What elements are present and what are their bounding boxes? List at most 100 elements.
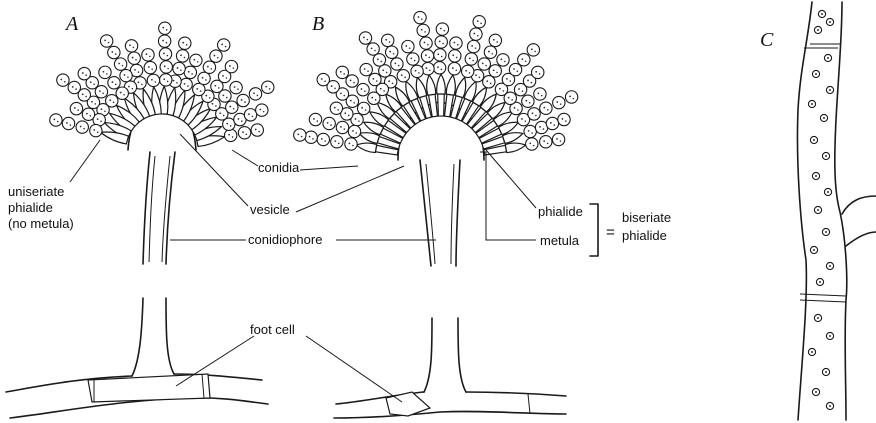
label-metula: metula xyxy=(540,233,580,248)
conidium xyxy=(305,131,317,143)
conidium xyxy=(144,61,156,73)
conidium xyxy=(449,50,461,62)
conidium xyxy=(158,35,170,47)
conidium xyxy=(407,53,419,65)
panel-b-letter: B xyxy=(312,13,324,35)
conidium xyxy=(369,73,381,85)
conidium xyxy=(391,58,403,70)
conidium xyxy=(218,39,230,51)
conidium xyxy=(249,88,261,100)
conidium xyxy=(417,24,429,36)
conidium xyxy=(336,121,348,133)
conidium xyxy=(317,133,329,145)
label-conidia: conidia xyxy=(258,160,300,175)
conidium xyxy=(450,37,462,49)
conidium xyxy=(524,125,536,137)
metula xyxy=(438,94,445,116)
conidium xyxy=(528,108,540,120)
conidium xyxy=(540,102,552,114)
conidium xyxy=(483,76,495,88)
phialide xyxy=(416,77,426,97)
conidium xyxy=(100,35,112,47)
phialide xyxy=(437,74,446,94)
conidium xyxy=(382,34,394,46)
conidium xyxy=(108,46,120,58)
label-uniseriate-3: (no metula) xyxy=(8,216,74,231)
conidium xyxy=(184,66,196,78)
panel-b-hypha xyxy=(334,392,566,418)
conidium xyxy=(497,54,509,66)
conidium xyxy=(294,129,306,141)
conidium xyxy=(565,91,577,103)
conidium xyxy=(237,94,249,106)
conidium xyxy=(179,37,191,49)
conidium xyxy=(330,102,342,114)
conidium xyxy=(435,36,447,48)
conidium xyxy=(402,40,414,52)
panel-c: C xyxy=(760,2,876,420)
conidium xyxy=(82,108,94,120)
conidium xyxy=(367,43,379,55)
conidium xyxy=(125,40,137,52)
phialide-leader xyxy=(486,150,536,208)
label-phialide: phialide xyxy=(538,204,583,219)
conidium xyxy=(99,66,111,78)
conidium xyxy=(467,40,479,52)
conidium xyxy=(238,127,250,139)
conidium xyxy=(534,88,546,100)
labels: conidia vesicle conidiophore uniseriate … xyxy=(8,134,671,402)
panel-b-conidia-chains xyxy=(294,11,578,150)
conidium xyxy=(527,44,539,56)
conidium xyxy=(76,121,88,133)
conidium xyxy=(180,78,192,90)
conidium xyxy=(160,74,172,86)
conidium xyxy=(317,73,329,85)
label-biseriate-1: biseriate xyxy=(622,210,671,225)
conidium xyxy=(462,65,474,77)
conidium xyxy=(331,136,343,148)
phialide xyxy=(427,75,436,95)
conidium xyxy=(68,81,80,93)
label-foot-cell: foot cell xyxy=(250,322,295,337)
conidium xyxy=(473,16,485,28)
conidium xyxy=(147,74,159,86)
conidium xyxy=(120,69,132,81)
conidium xyxy=(128,52,140,64)
conidium xyxy=(230,81,242,93)
conidium xyxy=(546,117,558,129)
vesicle-leader-a xyxy=(180,134,248,206)
conidium xyxy=(484,46,496,58)
panel-c-hypha-walls xyxy=(797,2,846,420)
conidium xyxy=(309,113,321,125)
conidium xyxy=(465,53,477,65)
conidium xyxy=(470,28,482,40)
conidium xyxy=(190,54,202,66)
conidium xyxy=(346,75,358,87)
conidium xyxy=(78,67,90,79)
panel-c-nuclei xyxy=(808,10,833,409)
conidium xyxy=(244,109,256,121)
conidium xyxy=(116,87,128,99)
label-conidiophore: conidiophore xyxy=(248,232,322,247)
conidium xyxy=(434,49,446,61)
conidium xyxy=(359,32,371,44)
conidium xyxy=(360,63,372,75)
conidium xyxy=(70,102,82,114)
conidium xyxy=(159,22,171,34)
conidium xyxy=(553,96,565,108)
conidium xyxy=(526,138,538,150)
conidium xyxy=(478,58,490,70)
conidium xyxy=(336,66,348,78)
panel-b-lower-stalk xyxy=(424,318,466,392)
conidium xyxy=(518,54,530,66)
phialide xyxy=(446,75,455,95)
conidium xyxy=(368,92,380,104)
conidium xyxy=(224,129,236,141)
conidium xyxy=(323,117,335,129)
conidium xyxy=(558,113,570,125)
conidium xyxy=(397,70,409,82)
conidium xyxy=(448,62,460,74)
conidium xyxy=(433,62,445,74)
conidium xyxy=(108,77,120,89)
